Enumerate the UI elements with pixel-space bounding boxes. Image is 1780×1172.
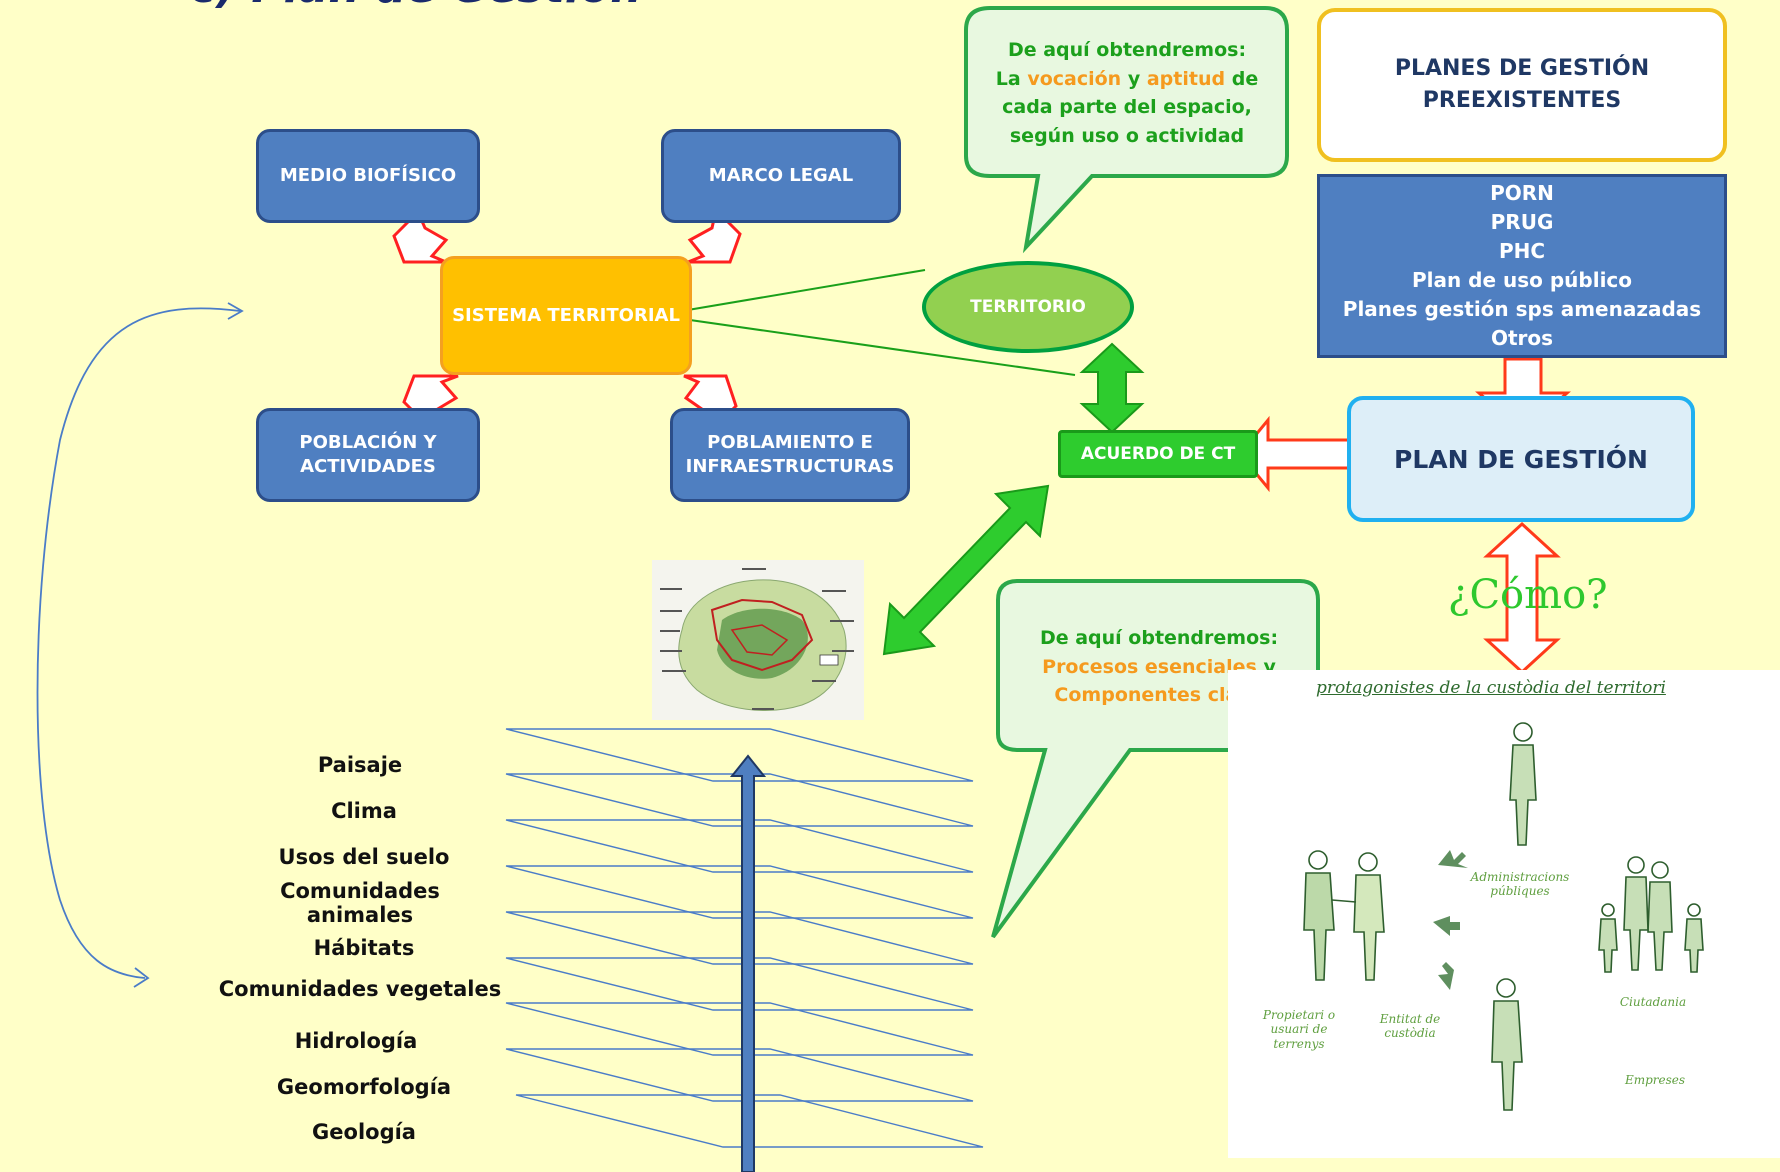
feedback-curve [36, 307, 241, 979]
custody-sketch [1303, 722, 1704, 1111]
box-plan-gestion: PLAN DE GESTIÓN [1347, 396, 1695, 522]
box-label: MEDIO BIOFÍSICO [279, 164, 457, 186]
layer-label-habitats: Hábitats [313, 936, 415, 960]
box-label-line1: POBLAMIENTO E [707, 431, 873, 453]
illustration-title: protagonistes de la custòdia del territo… [1316, 678, 1666, 698]
layer-plane [505, 728, 974, 782]
layer-plane [505, 911, 974, 965]
box-medio-biofisico: MEDIO BIOFÍSICO [256, 129, 480, 223]
bubble-top-text: De aquí obtendremos: La vocación y aptit… [970, 36, 1284, 150]
layer-label-geomorfologia: Geomorfología [276, 1075, 452, 1099]
box-acuerdo-ct: ACUERDO DE CT [1058, 430, 1258, 478]
box-label: ACUERDO DE CT [1080, 444, 1236, 464]
box-sistema-territorial: SISTEMA TERRITORIAL [440, 256, 692, 375]
layer-plane [505, 1048, 974, 1102]
text-run-highlight: Procesos esenciales [1042, 655, 1257, 678]
connector-line [675, 269, 926, 313]
plan-item: PRUG [1490, 210, 1554, 234]
layer-plane [505, 819, 974, 873]
como-label: ¿Cómo? [1448, 572, 1608, 618]
box-planes-list: PORN PRUG PHC Plan de uso público Planes… [1317, 174, 1727, 358]
bubble-line: De aquí obtendremos: [1007, 39, 1247, 61]
box-marco-legal: MARCO LEGAL [661, 129, 901, 223]
box-poblacion-actividades: POBLACIÓN Y ACTIVIDADES [256, 408, 480, 502]
layer-label-geologia: Geología [312, 1120, 416, 1144]
box-poblamiento-infraestructuras: POBLAMIENTO E INFRAESTRUCTURAS [670, 408, 910, 502]
text-run-highlight: vocación [1027, 67, 1122, 90]
ellipse-territorio: TERRITORIO [922, 261, 1134, 353]
speech-bubble-top [964, 6, 1289, 254]
layer-plane [505, 865, 974, 919]
plan-item: PHC [1498, 239, 1546, 263]
ellipse-label: TERRITORIO [970, 297, 1086, 317]
layer-label-comunidades-vegetales: Comunidades vegetales [218, 977, 502, 1001]
bubble-line: Componentes clave [1054, 684, 1264, 706]
bubble-line: según uso o actividad [1009, 124, 1245, 147]
green-arrow-vertical [1079, 342, 1145, 434]
box-label-line1: POBLACIÓN Y [299, 431, 437, 453]
layer-label-clima: Clima [331, 799, 397, 823]
box-label-line2: PREEXISTENTES [1422, 88, 1622, 113]
illus-label-ciutadania: Ciutadania [1619, 995, 1687, 1009]
plan-item: Otros [1490, 326, 1554, 350]
arrowhead-bottom [133, 967, 150, 988]
box-planes-preexistentes: PLANES DE GESTIÓN PREEXISTENTES [1317, 8, 1727, 162]
box-label-line2: INFRAESTRUCTURAS [685, 456, 895, 477]
layer-plane [505, 1002, 974, 1056]
layer-label-hidrologia: Hidrología [294, 1029, 418, 1053]
layer-label-text: Comunidades animales [280, 879, 440, 928]
connector-line [675, 317, 1076, 376]
box-label: PLAN DE GESTIÓN [1394, 444, 1648, 474]
layer-label-comunidades-animales: Comunidades animales [210, 879, 510, 927]
box-label-line1: PLANES DE GESTIÓN [1394, 56, 1650, 82]
layer-plane [515, 1094, 984, 1148]
illus-label-admin: Administracions públiques [1470, 870, 1570, 899]
text-run: y [1127, 67, 1141, 90]
page-title: c) Plan de Gestión [190, 0, 642, 13]
bubble-line: La vocación y aptitud de [970, 65, 1284, 94]
text-run-highlight: aptitud [1146, 67, 1226, 90]
illus-label-empreses: Empreses [1624, 1073, 1686, 1087]
island-map-image [652, 560, 864, 720]
plan-item: Planes gestión sps amenazadas [1342, 297, 1702, 321]
bubble-line: cada parte del espacio, [1002, 96, 1252, 118]
layer-stack [505, 728, 984, 1148]
plan-item: Plan de uso público [1411, 268, 1633, 292]
plan-item: PORN [1490, 181, 1554, 205]
layer-plane [505, 957, 974, 1011]
bubble-line: De aquí obtendremos: [1039, 627, 1279, 649]
box-label: MARCO LEGAL [708, 164, 854, 186]
layer-arrow [729, 754, 767, 1172]
arrowhead-top [227, 302, 244, 320]
illus-label-propietari: Propietari o usuari de terrenys [1262, 1008, 1336, 1051]
layer-label-usos: Usos del suelo [278, 845, 450, 869]
box-label: SISTEMA TERRITORIAL [452, 305, 680, 326]
text-run: de [1231, 67, 1259, 90]
box-label-line2: ACTIVIDADES [300, 456, 436, 477]
text-run: La [995, 67, 1021, 90]
layer-label-paisaje: Paisaje [317, 753, 403, 777]
illus-label-entitat: Entitat de custòdia [1379, 1012, 1441, 1041]
layer-plane [505, 773, 974, 827]
green-arrow-diagonal [882, 484, 1050, 656]
